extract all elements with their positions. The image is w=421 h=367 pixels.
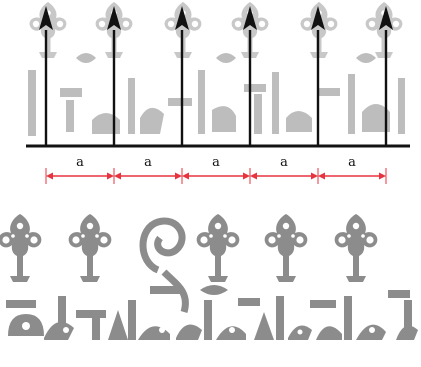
motif-row-top [29,2,403,58]
up-arrow-icon [107,6,121,146]
spacing-dimension [249,168,318,184]
spacing-dimension [317,168,387,184]
floral-knot-ornament-icon [334,214,378,282]
spacing-label: a [76,155,84,170]
up-arrow-icon [379,6,393,146]
motif-row-bottom [0,214,378,282]
spacing-label: a [144,155,152,170]
spacing-dimensions [45,168,387,184]
spacing-label: a [348,155,356,170]
floral-knot-ornament-icon [29,2,67,58]
floral-knot-ornament-icon [196,214,240,282]
arrow-row [39,6,393,146]
spacing-label: a [280,155,288,170]
swirl-ornament [139,217,189,314]
spacing-dimension [181,168,250,184]
spacing-label: a [212,155,220,170]
up-arrow-icon [243,6,257,146]
floral-knot-ornament-icon [264,214,308,282]
calligraphy-background-top [28,53,405,136]
bottom-panel [0,214,418,340]
top-panel: a a a a a [26,2,410,184]
up-arrow-icon [39,6,53,146]
calligraphy-band [6,285,418,340]
floral-knot-ornament-icon [68,214,112,282]
spacing-labels: a a a a a [76,155,356,170]
up-arrow-icon [175,6,189,146]
spacing-dimension [45,168,114,184]
spacing-dimension [113,168,182,184]
calligraphy-cutouts [63,327,375,335]
floral-knot-ornament-icon [0,214,42,282]
up-arrow-icon [311,6,325,146]
floral-knot-ornament-icon [365,2,403,58]
